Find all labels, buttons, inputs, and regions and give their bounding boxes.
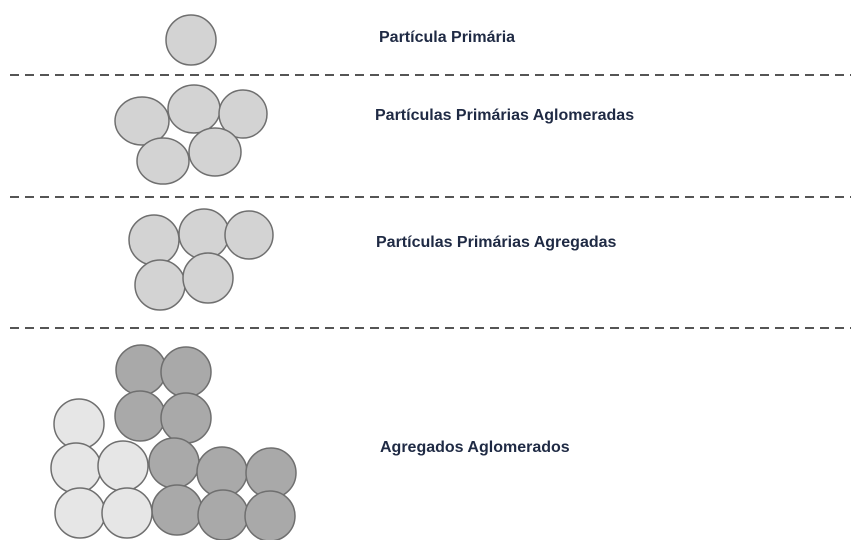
section-dividers	[10, 74, 851, 329]
pale-aggregate-particle	[53, 398, 105, 450]
label-primary-particle: Partícula Primária	[379, 29, 516, 46]
primary-particle-group	[165, 14, 217, 66]
dark-aggregate-particle	[160, 392, 212, 444]
label-aggregated-particles: Partículas Primárias Agregadas	[376, 234, 617, 251]
aggregated-particles-group	[128, 208, 274, 311]
label-agglomerated-particles: Partículas Primárias Aglomeradas	[375, 107, 635, 124]
agglomerated-particle	[136, 137, 190, 185]
aggregated-particle	[178, 208, 230, 260]
agglomerated-particle	[188, 127, 242, 177]
dark-aggregate-particle	[115, 344, 167, 396]
pale-aggregate-particle	[50, 442, 102, 494]
aggregated-particle	[128, 214, 180, 266]
dark-aggregate-particle	[151, 484, 203, 536]
aggregates-agglomerated-group	[50, 344, 297, 540]
pale-aggregate-particle	[101, 487, 153, 539]
dark-aggregate-particle	[244, 490, 296, 540]
label-aggregates-agglomerated: Agregados Aglomerados	[380, 439, 570, 456]
dark-aggregate-particle	[197, 489, 249, 540]
agglomerated-particle	[167, 84, 221, 134]
dark-aggregate-particle	[160, 346, 212, 398]
aggregated-particle	[134, 259, 186, 311]
dark-aggregate-particle	[114, 390, 166, 442]
aggregated-particle	[182, 252, 234, 304]
agglomerated-particles-group	[114, 84, 268, 185]
primary-particle	[165, 14, 217, 66]
dark-aggregate-particle	[148, 437, 200, 489]
agglomerated-particle	[218, 89, 268, 139]
aggregated-particle	[224, 210, 274, 260]
pale-aggregate-particle	[97, 440, 149, 492]
agglomerated-particle	[114, 96, 170, 146]
pale-aggregate-particle	[54, 487, 106, 539]
